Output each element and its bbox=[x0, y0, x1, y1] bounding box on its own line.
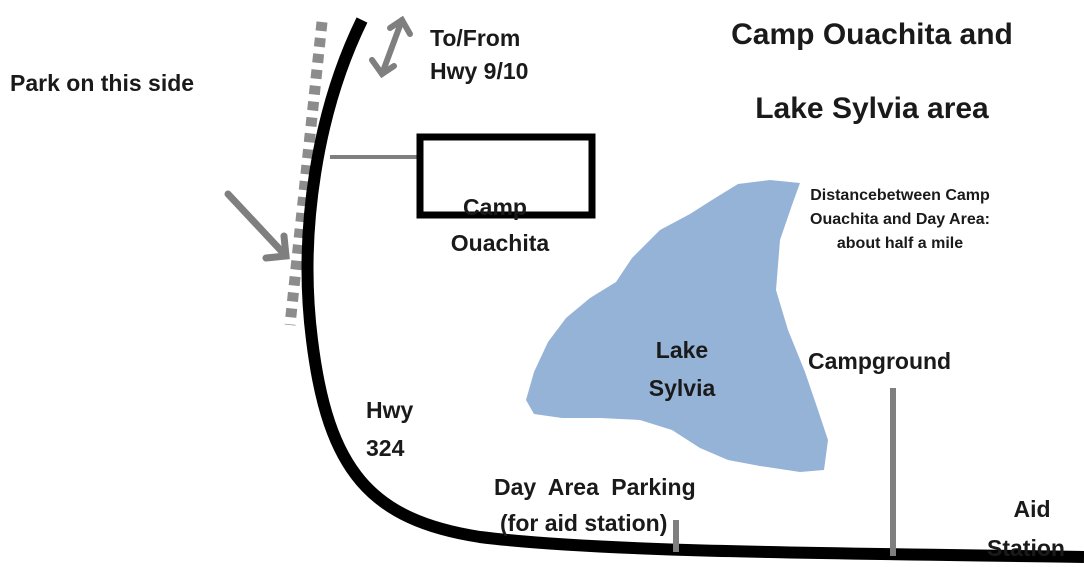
camp-label-line-2: Ouachita bbox=[450, 229, 550, 256]
parking-arrow bbox=[224, 190, 290, 262]
hwy-324-label: Hwy 324 bbox=[366, 392, 413, 468]
distance-note-line-3: about half a mile bbox=[836, 235, 964, 252]
lake-sylvia-shape bbox=[526, 180, 828, 472]
camp-label-line-1: Camp bbox=[463, 194, 527, 220]
aid-station-line-2: Station bbox=[987, 535, 1065, 562]
distance-note: Distancebetween Camp Ouachita and Day Ar… bbox=[760, 184, 1040, 256]
park-on-this-side-label: Park on this side bbox=[10, 70, 195, 96]
hwy-label-line-1: Hwy bbox=[366, 397, 414, 423]
day-area-line-2: (for aid station) bbox=[500, 509, 668, 536]
lake-sylvia-label: Lake Sylvia bbox=[632, 332, 732, 408]
camp-ouachita-building bbox=[416, 133, 596, 219]
hwy-label-line-2: 324 bbox=[366, 434, 405, 461]
to-from-line-2: Hwy 9/10 bbox=[430, 58, 529, 85]
aid-station-line-1: Aid bbox=[1013, 496, 1051, 522]
parking-side-dashes bbox=[284, 21, 328, 326]
camp-ouachita-label: Camp Ouachita bbox=[420, 190, 570, 261]
distance-note-line-1: Distancebetween Camp bbox=[810, 187, 990, 204]
to-from-arrow bbox=[369, 15, 413, 79]
distance-note-line-2: Ouachita and Day Area: bbox=[810, 211, 990, 228]
day-area-parking-label: Day Area Parking (for aid station) bbox=[494, 470, 696, 541]
campground-label: Campground bbox=[808, 348, 952, 374]
map-title-line-2: Lake Sylvia area bbox=[755, 92, 989, 125]
to-from-line-1: To/From bbox=[430, 25, 521, 51]
map-title-line-1: Camp Ouachita and bbox=[731, 18, 1013, 51]
lake-label-line-2: Sylvia bbox=[648, 374, 716, 401]
aid-station-label: Aid Station bbox=[976, 490, 1076, 567]
lake-label-line-1: Lake bbox=[655, 337, 709, 363]
day-area-line-1: Day Area Parking bbox=[494, 474, 696, 500]
hwy-324-road bbox=[301, 17, 1084, 563]
to-from-hwy-label: To/From Hwy 9/10 bbox=[430, 22, 528, 89]
